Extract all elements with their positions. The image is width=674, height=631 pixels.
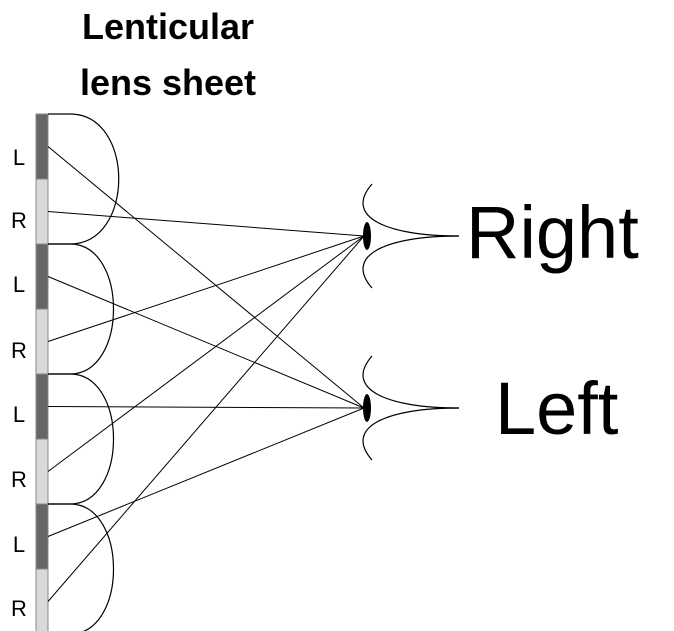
left-eye-upper-lid bbox=[362, 355, 460, 409]
strip-label-8: R bbox=[11, 596, 27, 621]
image-strips bbox=[35, 113, 49, 631]
ray-6 bbox=[47, 235, 365, 472]
ray-5 bbox=[47, 406, 365, 409]
lens-1 bbox=[48, 113, 120, 245]
strip-label-6: R bbox=[11, 467, 27, 492]
right-eye-label: Right bbox=[466, 191, 639, 274]
right-eye-pupil bbox=[363, 222, 371, 250]
diagram-title-line-1: Lenticular bbox=[81, 6, 255, 47]
left-eye-lower-lid bbox=[362, 407, 460, 461]
lens-4 bbox=[48, 503, 115, 631]
strip-label-7: L bbox=[12, 532, 26, 557]
diagram-title-line-2: lens sheet bbox=[79, 62, 257, 103]
ray-3 bbox=[47, 276, 365, 409]
strip-label-3: L bbox=[12, 272, 26, 297]
rays bbox=[47, 146, 365, 602]
lens-3 bbox=[48, 373, 115, 505]
right-eye-upper-lid bbox=[362, 183, 460, 237]
ray-1 bbox=[47, 146, 365, 409]
strip-1 bbox=[35, 113, 49, 180]
strip-7 bbox=[35, 503, 49, 570]
lens-2 bbox=[48, 243, 115, 375]
eyes bbox=[362, 183, 460, 461]
ray-8 bbox=[47, 235, 365, 602]
strip-4 bbox=[35, 308, 49, 375]
ray-7 bbox=[47, 407, 365, 537]
ray-2 bbox=[47, 211, 365, 237]
left-eye-icon bbox=[362, 355, 460, 461]
strip-label-5: L bbox=[12, 402, 26, 427]
strip-8 bbox=[35, 568, 49, 631]
lenses bbox=[48, 113, 120, 631]
right-eye-icon bbox=[362, 183, 460, 289]
strip-label-4: R bbox=[11, 338, 27, 363]
left-eye-pupil bbox=[363, 394, 371, 422]
ray-4 bbox=[47, 235, 365, 342]
strip-5 bbox=[35, 373, 49, 440]
strip-2 bbox=[35, 178, 49, 245]
strip-6 bbox=[35, 438, 49, 505]
right-eye-lower-lid bbox=[362, 235, 460, 289]
strip-3 bbox=[35, 243, 49, 310]
left-eye-label: Left bbox=[495, 367, 619, 450]
strip-label-2: R bbox=[11, 208, 27, 233]
strip-label-1: L bbox=[12, 145, 26, 170]
